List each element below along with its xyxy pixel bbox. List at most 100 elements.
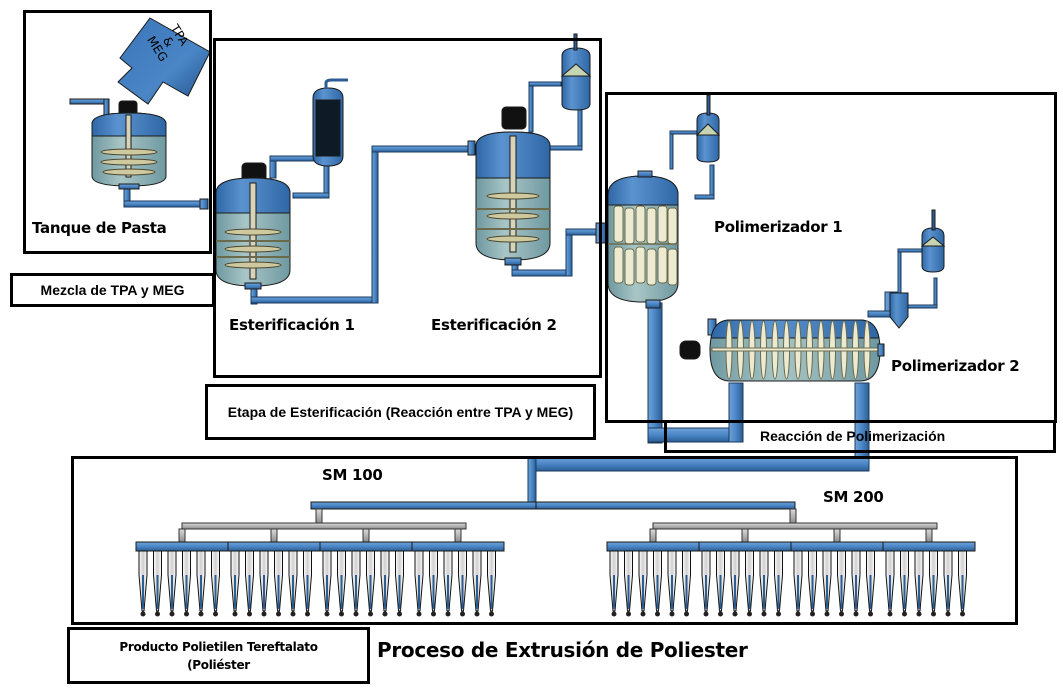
nozzle-filament	[476, 575, 478, 609]
separator-cone	[695, 123, 721, 136]
polymerizer-1	[607, 94, 721, 309]
nozzle-tip	[655, 611, 660, 617]
nozzle-tip	[684, 611, 689, 617]
nozzle-tip	[140, 611, 146, 617]
gray-distribution-pipe	[652, 522, 938, 530]
nozzle-filament	[340, 575, 343, 609]
melt-manifold-pipe	[535, 501, 796, 510]
sm100-label: SM 100	[322, 466, 383, 484]
nozzle-filament	[384, 575, 386, 609]
nozzle-tip	[368, 611, 373, 617]
nozzle-filament	[734, 575, 736, 609]
nozzle-filament	[185, 575, 188, 609]
nozzle-tip	[718, 611, 723, 617]
vent-pipe	[706, 94, 711, 116]
nozzle-tip	[184, 611, 189, 617]
nozzle-filament	[627, 575, 630, 609]
nozzle-filament	[918, 575, 920, 609]
nozzle-filament	[234, 575, 236, 609]
nozzle-tip	[931, 611, 936, 617]
tube	[657, 205, 668, 243]
end-flange	[877, 343, 885, 357]
nozzle-tip	[198, 611, 204, 617]
polymerizer-2	[679, 209, 946, 382]
vent-pipe	[573, 33, 578, 51]
agitator-blades	[224, 228, 282, 269]
nozzle-tip	[853, 611, 859, 617]
nozzle-filament	[840, 575, 843, 609]
nozzle-tip	[902, 611, 907, 617]
nozzle-tip	[795, 611, 801, 617]
outlet-flange	[645, 299, 661, 309]
nozzle-filament	[748, 575, 751, 609]
nozzle-tip	[305, 611, 310, 617]
agitator-shaft	[125, 114, 132, 178]
nozzle-tip	[261, 611, 267, 617]
nozzle-tip	[353, 611, 359, 617]
nozzle-filament	[656, 575, 659, 609]
nozzle-tip	[960, 611, 965, 617]
nozzle-filament	[156, 575, 159, 609]
pipe-segment	[694, 194, 715, 200]
esterification-section	[213, 38, 602, 378]
nozzle-filament	[355, 575, 357, 609]
esterification-caption: Etapa de Esterificación (Reacción entre …	[205, 384, 596, 440]
vent-pipe	[324, 78, 348, 89]
nozzle-filament	[797, 575, 799, 609]
tube	[613, 246, 624, 284]
nozzle-tip	[339, 611, 344, 617]
nozzle-filament	[277, 575, 280, 609]
condenser-packing	[315, 99, 341, 157]
nozzle-tip	[626, 611, 631, 617]
nozzle-tip	[824, 611, 830, 617]
flange	[199, 198, 209, 210]
nozzle-tip	[887, 611, 893, 617]
spinning-lines	[135, 501, 976, 617]
nozzle-filament	[855, 575, 857, 609]
nozzle-tip	[382, 611, 388, 617]
nozzle-filament	[171, 575, 173, 609]
nozzle-tip	[669, 611, 675, 617]
extrusion-section	[71, 456, 1018, 625]
esterification-reactor-2	[467, 33, 607, 266]
separator-cone	[560, 63, 592, 77]
nozzle-tip	[290, 611, 296, 617]
nozzle-filament	[461, 575, 464, 609]
esterification-2-label: Esterificación 2	[431, 316, 557, 334]
vapor-separator	[561, 47, 591, 111]
tube	[646, 248, 657, 286]
pipe-segment	[292, 192, 330, 199]
nozzle-tip	[640, 611, 646, 617]
nozzle-tip	[732, 611, 738, 617]
agitator-motor	[501, 106, 527, 130]
separator-cone	[920, 236, 946, 247]
nozzle-tip	[868, 611, 873, 617]
nozzle-filament	[326, 575, 328, 609]
polymerizer-1-label: Polimerizador 1	[714, 218, 843, 236]
nozzle-filament	[263, 575, 265, 609]
pipe-segment	[528, 81, 562, 87]
drive-motor	[679, 340, 701, 360]
paste-tank	[69, 98, 209, 210]
nozzle-filament	[826, 575, 828, 609]
pipe-segment	[728, 382, 744, 443]
nozzle-filament	[490, 575, 493, 609]
nozzle-filament	[447, 575, 449, 609]
nozzle-tip	[213, 611, 218, 617]
agitator-blades	[100, 148, 158, 176]
paste-mix-caption: Mezcla de TPA y MEG	[10, 273, 215, 307]
nozzle-filament	[811, 575, 814, 609]
product-caption: Producto Polietilen Tereftalato (Poliést…	[67, 627, 370, 684]
agitator-blades	[486, 192, 540, 243]
nozzle-filament	[719, 575, 722, 609]
nozzle-filament	[398, 575, 401, 609]
tube	[624, 248, 635, 286]
nozzle-tip	[761, 611, 767, 617]
nozzle-tip	[232, 611, 238, 617]
outlet-flange	[244, 282, 262, 290]
polymerization-caption-box	[664, 420, 1056, 453]
paste-tank-section	[23, 10, 212, 254]
nozzle-filament	[889, 575, 891, 609]
nozzle-tip	[431, 611, 436, 617]
